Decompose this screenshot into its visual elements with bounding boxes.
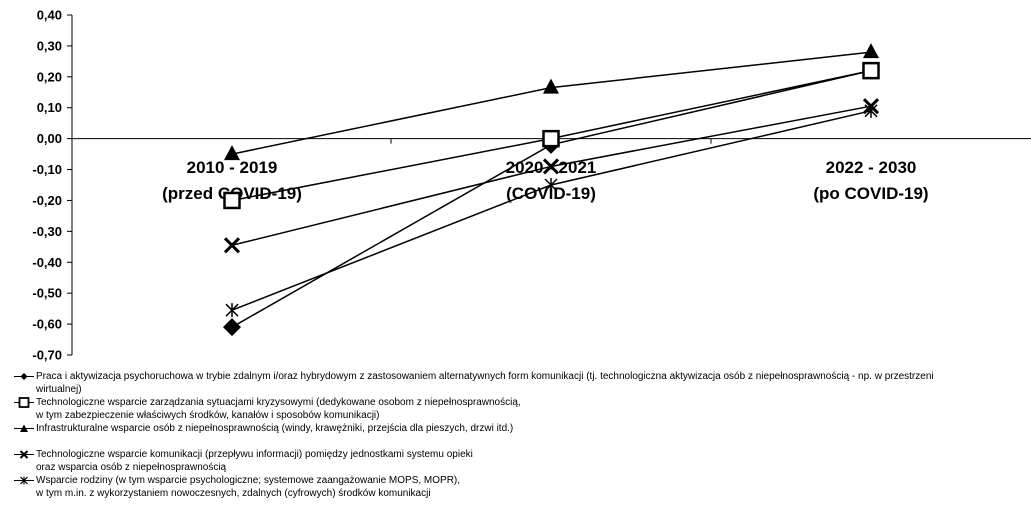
data-point-triangle — [543, 78, 559, 94]
category-labels: 2010 - 2019(przed COVID-19)2020 - 2021(C… — [162, 158, 929, 203]
legend-label: Praca i aktywizacja psychoruchowa w tryb… — [36, 371, 934, 382]
data-point-triangle — [224, 145, 240, 161]
x-tick-label: 2022 - 2030 — [826, 158, 917, 177]
legend-label: wirtualnej) — [36, 384, 82, 395]
legend-marker-square — [14, 397, 34, 408]
y-tick-label: -0,40 — [32, 255, 62, 270]
data-point-triangle — [863, 43, 879, 59]
y-tick-label: 0,10 — [37, 100, 62, 115]
line-chart: 0,40 0,30 0,20 0,10 0,00 -0,10 -0,20 -0,30 -0,40… — [32, 8, 1031, 363]
legend-marker-x — [14, 450, 34, 459]
legend-label: Infrastrukturalne wsparcie osób z niepeł… — [36, 423, 514, 434]
data-point-x — [223, 237, 241, 254]
legend-label: w tym m.in. z wykorzystaniem nowoczesnyc… — [36, 488, 431, 499]
y-tick-label: -0,70 — [32, 348, 62, 363]
data-point-diamond — [223, 318, 241, 337]
data-point-x — [542, 158, 560, 175]
data-point-square — [223, 191, 241, 210]
y-axis: 0,40 0,30 0,20 0,10 0,00 -0,10 -0,20 -0,30 -0,40… — [32, 8, 73, 363]
legend-label: Technologiczne wsparcie zarządzania sytu… — [36, 397, 521, 408]
x-tick-label: (po COVID-19) — [813, 184, 928, 203]
y-tick-label: 0,40 — [37, 8, 62, 23]
x-tick-label: (COVID-19) — [506, 184, 596, 203]
x-tick-label: 2010 - 2019 — [187, 158, 278, 177]
legend-label: Technologiczne wsparcie komunikacji (prz… — [36, 449, 473, 460]
legend-label: oraz wsparcia osób z niepełnosprawnością — [36, 462, 227, 473]
data-point-asterisk — [864, 103, 878, 118]
legend-marker-triangle — [14, 424, 34, 432]
chart-legend: Praca i aktywizacja psychoruchowa w tryb… — [14, 370, 1024, 500]
legend-item-3: Infrastrukturalne wsparcie osób z niepeł… — [14, 422, 1024, 435]
y-tick-label: -0,20 — [32, 193, 62, 208]
legend-marker-diamond — [14, 373, 34, 380]
legend-label: w tym zabezpieczenie właściwych środków,… — [36, 410, 380, 421]
y-tick-label: 0,30 — [37, 38, 62, 53]
legend-item-2: Technologiczne wsparcie zarządzania sytu… — [14, 396, 1024, 422]
legend-item-4: Technologiczne wsparcie komunikacji (prz… — [14, 448, 1024, 474]
data-point-asterisk — [225, 303, 239, 318]
y-tick-label: -0,10 — [32, 162, 62, 177]
data-point-square — [862, 61, 880, 80]
series-markers — [223, 43, 880, 337]
y-tick-label: -0,50 — [32, 286, 62, 301]
y-tick-label: -0,30 — [32, 224, 62, 239]
data-point-asterisk — [544, 178, 558, 192]
y-tick-label: 0,00 — [37, 131, 62, 146]
legend-label: Wsparcie rodziny (w tym wsparcie psychol… — [36, 475, 461, 486]
legend-marker-asterisk — [14, 476, 34, 485]
y-tick-label: 0,20 — [37, 69, 62, 84]
legend-item-1: Praca i aktywizacja psychoruchowa w tryb… — [14, 370, 1024, 396]
data-point-square — [542, 129, 560, 148]
y-tick-label: -0,60 — [32, 317, 62, 332]
legend-item-5: Wsparcie rodziny (w tym wsparcie psychol… — [14, 474, 1024, 500]
